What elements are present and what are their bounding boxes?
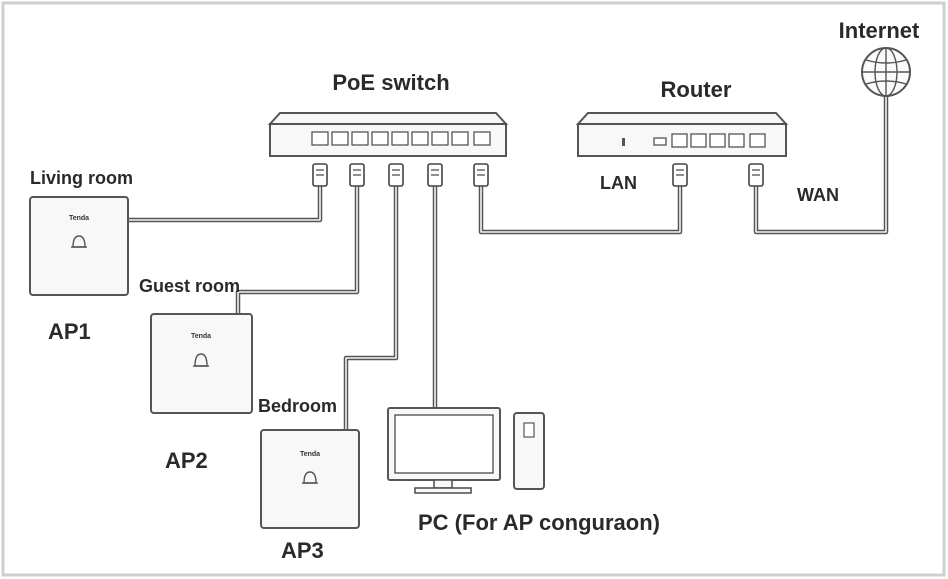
switch-ports bbox=[311, 131, 491, 146]
ap1-device: Tenda bbox=[29, 196, 129, 296]
poe-switch-label: PoE switch bbox=[332, 70, 449, 95]
bell-icon bbox=[71, 235, 87, 248]
rj45-plug-icon bbox=[473, 163, 489, 187]
ap3-label: AP3 bbox=[281, 538, 324, 563]
guest-room-label: Guest room bbox=[139, 276, 240, 296]
bedroom-label: Bedroom bbox=[258, 396, 337, 416]
ap1-label: AP1 bbox=[48, 319, 91, 344]
router-plugs bbox=[672, 163, 764, 187]
ap3-device: Tenda bbox=[260, 429, 360, 529]
rj45-plug-icon bbox=[388, 163, 404, 187]
router bbox=[575, 112, 789, 157]
router-ports bbox=[671, 133, 766, 148]
pc-tower-icon bbox=[513, 412, 545, 490]
wan-label: WAN bbox=[797, 185, 839, 205]
globe-icon bbox=[861, 47, 911, 97]
lan-label: LAN bbox=[600, 173, 637, 193]
rj45-plug-icon bbox=[672, 163, 688, 187]
cables bbox=[125, 93, 889, 433]
router-label: Router bbox=[661, 77, 732, 102]
ap2-label: AP2 bbox=[165, 448, 208, 473]
pc-label: PC (For AP conguraon) bbox=[418, 510, 660, 535]
ap1-brand: Tenda bbox=[69, 215, 89, 222]
rj45-plug-icon bbox=[349, 163, 365, 187]
poe-switch bbox=[267, 112, 509, 157]
ap3-brand: Tenda bbox=[300, 451, 320, 458]
bell-icon bbox=[302, 471, 318, 484]
rj45-plug-icon bbox=[427, 163, 443, 187]
ap2-brand: Tenda bbox=[191, 333, 211, 340]
rj45-plug-icon bbox=[748, 163, 764, 187]
ap2-device: Tenda bbox=[150, 313, 253, 414]
pc-monitor-icon bbox=[387, 407, 501, 494]
rj45-plug-icon bbox=[312, 163, 328, 187]
internet-label: Internet bbox=[839, 18, 920, 43]
bell-icon bbox=[193, 353, 209, 367]
living-room-label: Living room bbox=[30, 168, 133, 188]
switch-plugs bbox=[312, 163, 489, 187]
